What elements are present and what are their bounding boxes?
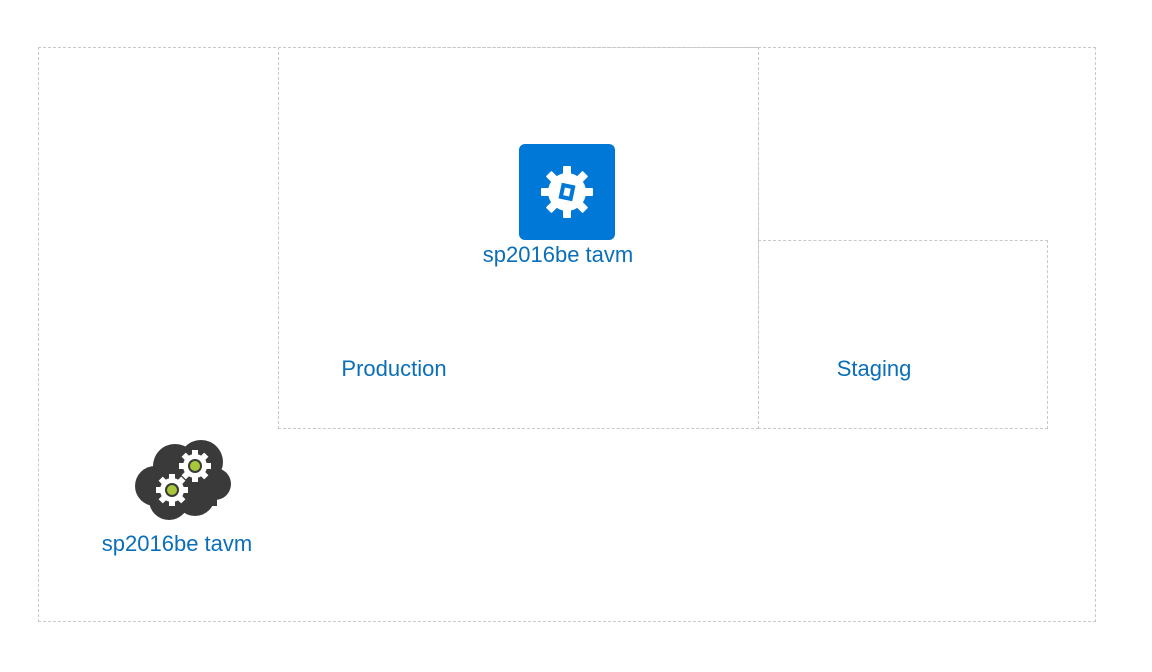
gear-icon [541,166,593,218]
cloud-service-label[interactable]: sp2016be tavm [101,531,253,556]
production-vm-tile[interactable] [519,144,615,240]
staging-region-label: Staging [836,356,912,381]
staging-slot [758,240,1048,429]
cloud-gears-icon[interactable] [133,436,233,522]
production-region-label: Production [341,356,447,381]
production-vm-label[interactable]: sp2016be tavm [482,242,634,267]
staging-column-divider [758,47,1096,241]
